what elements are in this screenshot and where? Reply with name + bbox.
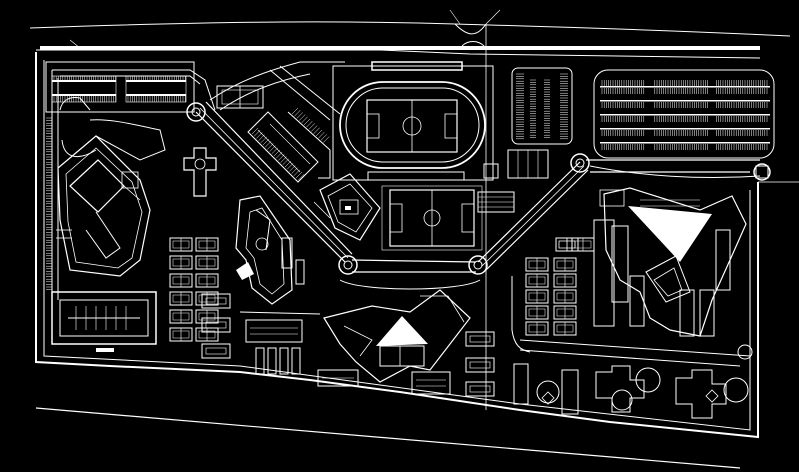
plan-rect xyxy=(556,260,574,269)
parking-top-left xyxy=(45,61,195,113)
plan-rect xyxy=(172,312,190,321)
teaching-building-center-left xyxy=(235,195,305,305)
plan-rect xyxy=(528,324,546,333)
sports-courts-right xyxy=(525,237,595,336)
plan-line xyxy=(284,160,292,168)
plan-line xyxy=(267,143,274,150)
diagonal-parking xyxy=(247,107,331,183)
plan-rect xyxy=(198,312,216,321)
plan-line xyxy=(315,129,323,137)
plan-rect xyxy=(556,276,574,285)
plan-line xyxy=(289,165,296,172)
bottom-right-buildings xyxy=(513,363,749,419)
plan-rect xyxy=(556,292,574,301)
plan-rect xyxy=(528,308,546,317)
plan-rect xyxy=(172,276,190,285)
plan-line xyxy=(293,169,300,176)
plan-rect xyxy=(556,308,574,317)
right-main-building xyxy=(593,187,747,337)
plan-line xyxy=(298,174,305,181)
plan-line xyxy=(303,118,311,126)
plan-line xyxy=(269,145,276,152)
plan-rect xyxy=(528,276,546,285)
plan-rect xyxy=(528,292,546,301)
plan-line xyxy=(254,130,261,137)
plan-rect xyxy=(172,258,190,267)
parking-top-right xyxy=(511,67,775,159)
plan-line xyxy=(291,107,299,115)
plan-rect xyxy=(198,276,216,285)
roundabouts xyxy=(186,102,771,360)
plan-line xyxy=(294,110,301,117)
plan-line xyxy=(291,167,298,174)
football-pitch xyxy=(381,185,483,251)
plan-line xyxy=(251,127,259,135)
plan-line xyxy=(323,136,330,143)
top-road xyxy=(29,9,791,410)
center-small-buildings xyxy=(477,149,549,213)
plan-line xyxy=(301,116,308,123)
plan-line xyxy=(313,127,320,134)
plan-line xyxy=(278,154,285,161)
plan-line xyxy=(260,136,267,143)
plan-line xyxy=(308,123,315,130)
plan-rect xyxy=(198,294,216,303)
left-main-building xyxy=(56,119,166,277)
plan-line xyxy=(276,152,283,159)
plan-rect xyxy=(172,294,190,303)
tennis-court-top xyxy=(216,85,264,109)
gymnasium-left xyxy=(51,291,157,352)
bottom-lot-buildings xyxy=(245,319,495,397)
plan-rect xyxy=(556,324,574,333)
plan-rect xyxy=(172,240,190,249)
plan-rect xyxy=(528,260,546,269)
plan-line xyxy=(320,134,327,141)
small-buildings-left-mid xyxy=(201,293,231,359)
plan-line xyxy=(258,134,265,141)
central-building xyxy=(313,173,381,241)
plan-line xyxy=(295,171,303,179)
plan-line xyxy=(296,112,303,119)
plan-line xyxy=(282,158,289,165)
plan-line xyxy=(306,121,313,128)
stadium xyxy=(332,61,494,181)
plan-rect xyxy=(574,240,592,249)
plan-rect xyxy=(198,330,216,339)
plan-line xyxy=(265,141,272,148)
plan-line xyxy=(311,125,318,132)
plan-rect xyxy=(172,330,190,339)
plan-line xyxy=(271,147,278,154)
plan-line xyxy=(287,163,294,170)
plan-line xyxy=(262,138,270,146)
plan-line xyxy=(273,149,281,157)
plan-rect xyxy=(198,258,216,267)
sports-courts-left xyxy=(169,237,219,342)
plan-line xyxy=(280,156,287,163)
cross-building xyxy=(183,147,217,197)
plan-rect xyxy=(198,240,216,249)
plan-line xyxy=(318,132,325,139)
plan-line xyxy=(256,132,263,139)
plan-line xyxy=(299,114,306,121)
parking-left-edge xyxy=(46,117,52,290)
bottom-center-buildings xyxy=(323,289,471,383)
